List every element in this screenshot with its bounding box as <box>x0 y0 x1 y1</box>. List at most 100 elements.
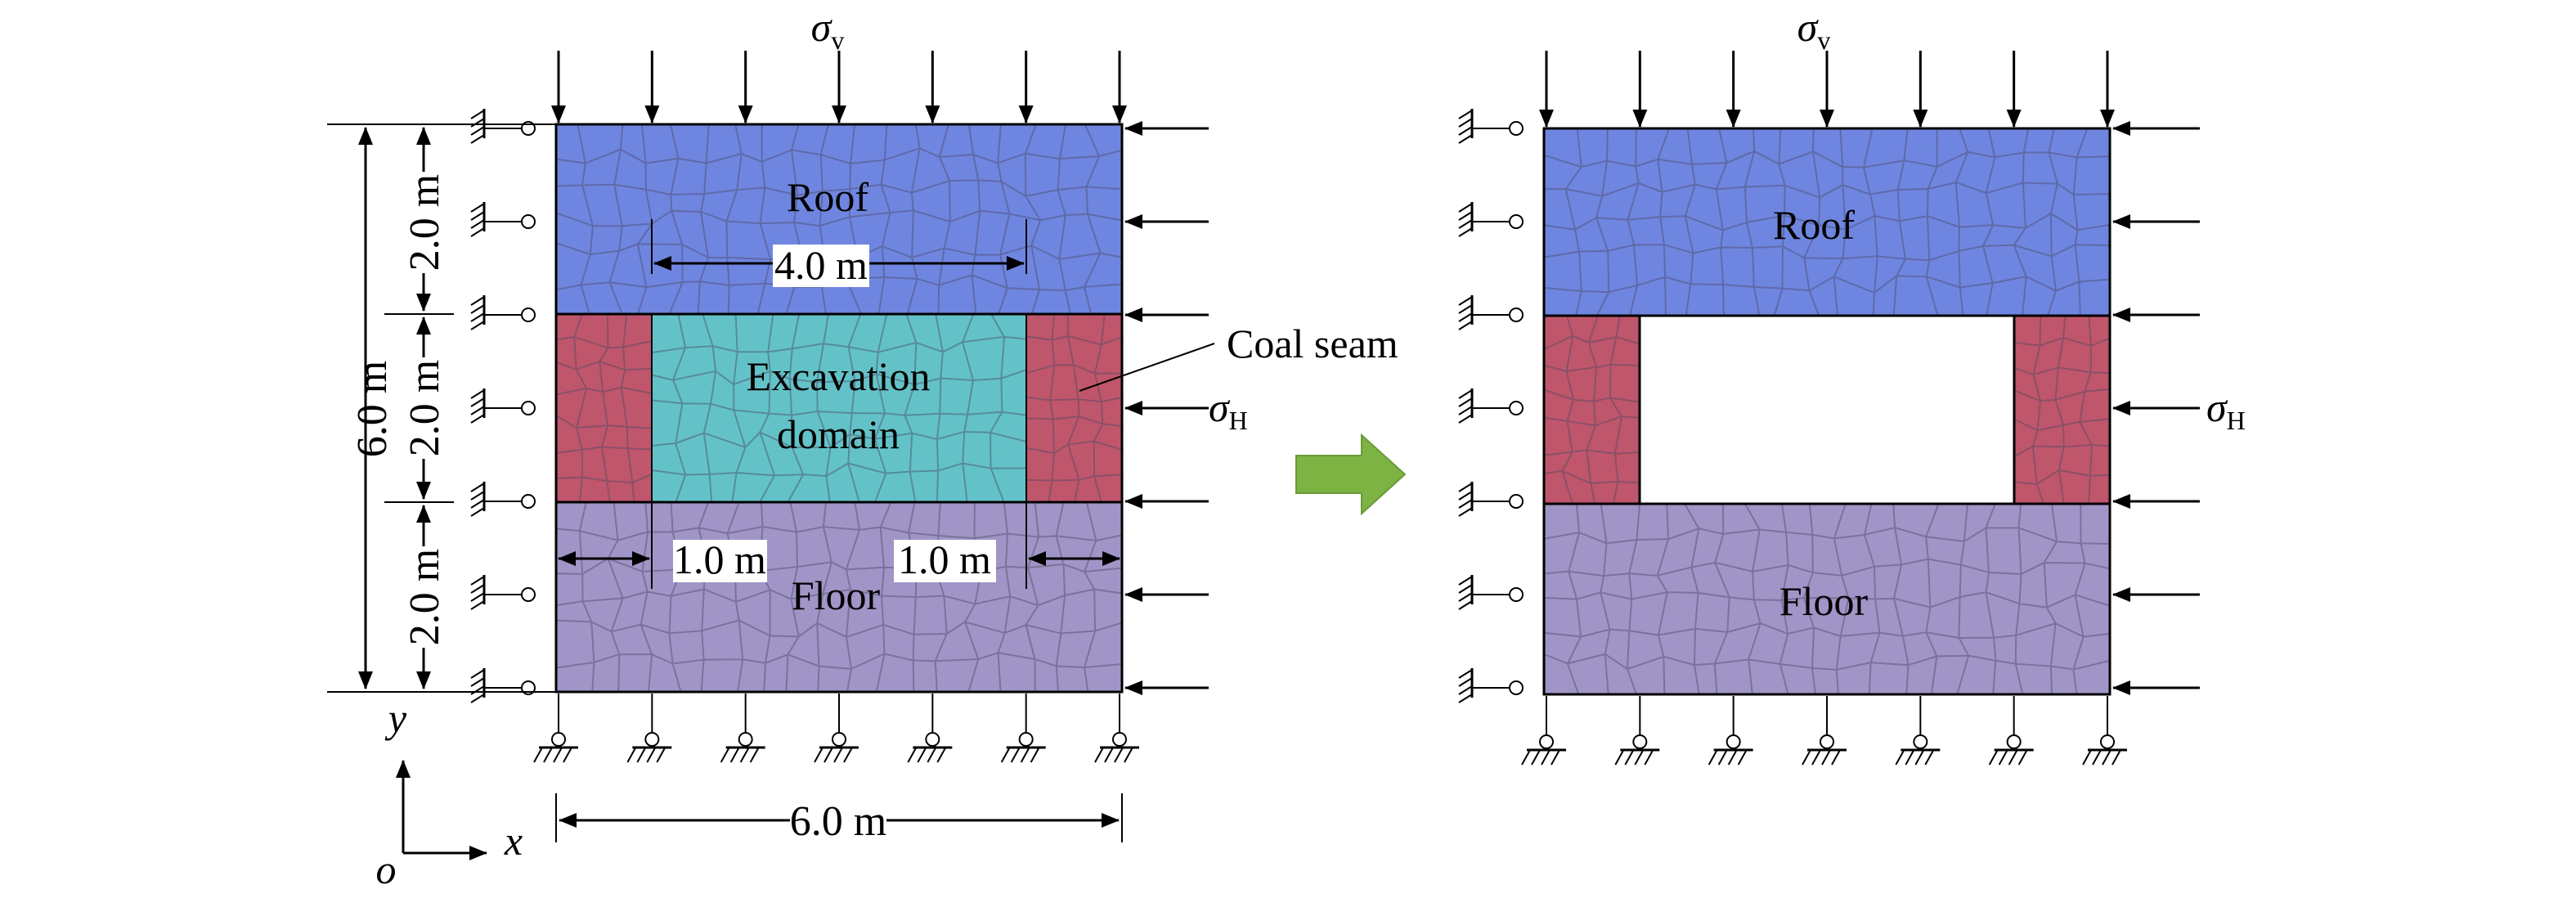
ground-hatch <box>563 747 572 763</box>
ground-hatch <box>470 134 485 144</box>
dimension-label-box <box>790 797 886 843</box>
ground-hatch <box>1458 669 1473 679</box>
ground-hatch <box>1624 749 1635 766</box>
ground-hatch <box>470 414 485 424</box>
dimension-label-box <box>405 172 442 273</box>
ground-hatch <box>1104 747 1114 763</box>
ground-hatch <box>470 203 485 213</box>
ground-hatch <box>1458 227 1473 237</box>
horizontal-load-symbol: σH <box>1209 384 1248 435</box>
ground-hatch <box>936 747 947 763</box>
roller-icon <box>1509 494 1524 509</box>
excavation-domain-region <box>652 314 1026 502</box>
seam-height-label: 2.0 m <box>402 360 448 456</box>
ground-hatch <box>1821 749 1831 766</box>
model-boundary <box>1542 127 2112 696</box>
roof-region <box>1544 128 2110 316</box>
ground-hatch <box>2102 749 2112 766</box>
dimension-label-box <box>405 546 442 648</box>
roller-icon <box>551 732 566 747</box>
roller-icon <box>1539 734 1554 749</box>
ground-hatch <box>1802 749 1811 766</box>
y-axis-label: y <box>384 695 407 741</box>
vertical-load-arrows <box>1539 51 2115 128</box>
roller-icon <box>2006 734 2022 749</box>
vertical-load-arrows <box>551 51 1127 123</box>
horizontal-load-symbol: σH <box>2206 384 2246 435</box>
ground-hatch <box>1458 211 1473 221</box>
ground-hatch <box>1458 134 1473 144</box>
ground-hatch <box>470 576 485 586</box>
total-width-label: 6.0 m <box>790 798 886 845</box>
ground-hatch <box>1458 483 1473 492</box>
ground-hatch <box>626 747 637 763</box>
right-arrow-icon <box>1295 433 1407 516</box>
ground-hatch <box>470 304 485 314</box>
ground-hatch <box>470 669 485 679</box>
bottom-roller-supports <box>533 694 1139 763</box>
ground-hatch <box>1458 389 1473 399</box>
ground-hatch <box>720 747 730 763</box>
excavation-label-line2: domain <box>777 411 900 457</box>
ground-hatch <box>1634 749 1645 766</box>
right-panel: Roof Floor σv σH <box>1458 4 2246 766</box>
ground-hatch <box>1030 747 1040 763</box>
ground-hatch <box>1914 749 1925 766</box>
ground-hatch <box>470 118 485 128</box>
floor-region <box>1544 504 2110 694</box>
roller-icon <box>521 494 536 509</box>
ground-hatch <box>1458 296 1473 306</box>
ground-hatch <box>533 747 543 763</box>
roller-icon <box>521 214 536 229</box>
ground-hatch <box>1458 397 1473 407</box>
ground-hatch <box>1458 110 1473 119</box>
ground-hatch <box>1458 414 1473 424</box>
ground-hatch <box>1458 304 1473 314</box>
model-boundary <box>554 123 1124 694</box>
right-pillar-width-label: 1.0 m <box>898 537 991 582</box>
ground-hatch <box>470 600 485 610</box>
ground-hatch <box>1458 312 1473 322</box>
ground-hatch <box>2092 749 2102 766</box>
ground-hatch <box>833 747 843 763</box>
ground-hatch <box>470 584 485 594</box>
ground-hatch <box>656 747 666 763</box>
roller-icon <box>521 587 536 602</box>
ground-hatch <box>470 507 485 517</box>
ground-hatch <box>2082 749 2092 766</box>
ground-hatch <box>2017 749 2028 766</box>
ground-hatch <box>917 747 927 763</box>
ground-hatch <box>470 227 485 237</box>
bottom-roller-supports <box>1521 696 2127 766</box>
ground-hatch <box>1458 491 1473 501</box>
ground-hatch <box>1458 219 1473 229</box>
ground-hatch <box>470 685 485 695</box>
ground-hatch <box>1727 749 1738 766</box>
coal-pillar-left <box>556 314 652 502</box>
floor-height-label: 2.0 m <box>402 549 448 645</box>
ground-hatch <box>1924 749 1935 766</box>
left-panel: 4.0 m Roof Excavation domain Floor 1.0 m… <box>327 4 1398 892</box>
ground-hatch <box>1521 749 1531 766</box>
ground-hatch <box>1458 685 1473 695</box>
ground-hatch <box>470 499 485 509</box>
roller-icon <box>1632 734 1648 749</box>
ground-hatch <box>1531 749 1541 766</box>
ground-hatch <box>1458 600 1473 610</box>
roller-icon <box>521 401 536 415</box>
ground-hatch <box>1644 749 1654 766</box>
roller-icon <box>925 732 940 747</box>
roller-icon <box>521 308 536 322</box>
roller-icon <box>1509 308 1524 322</box>
ground-hatch <box>729 747 740 763</box>
ground-hatch <box>1458 592 1473 602</box>
ground-hatch <box>470 677 485 687</box>
roller-icon <box>1913 734 1928 749</box>
ground-hatch <box>1124 747 1133 763</box>
ground-hatch <box>1458 126 1473 136</box>
coal-pillar-left <box>1544 316 1640 504</box>
ground-hatch <box>1458 507 1473 517</box>
ground-hatch <box>470 211 485 221</box>
roof-label: Roof <box>1773 202 1855 248</box>
